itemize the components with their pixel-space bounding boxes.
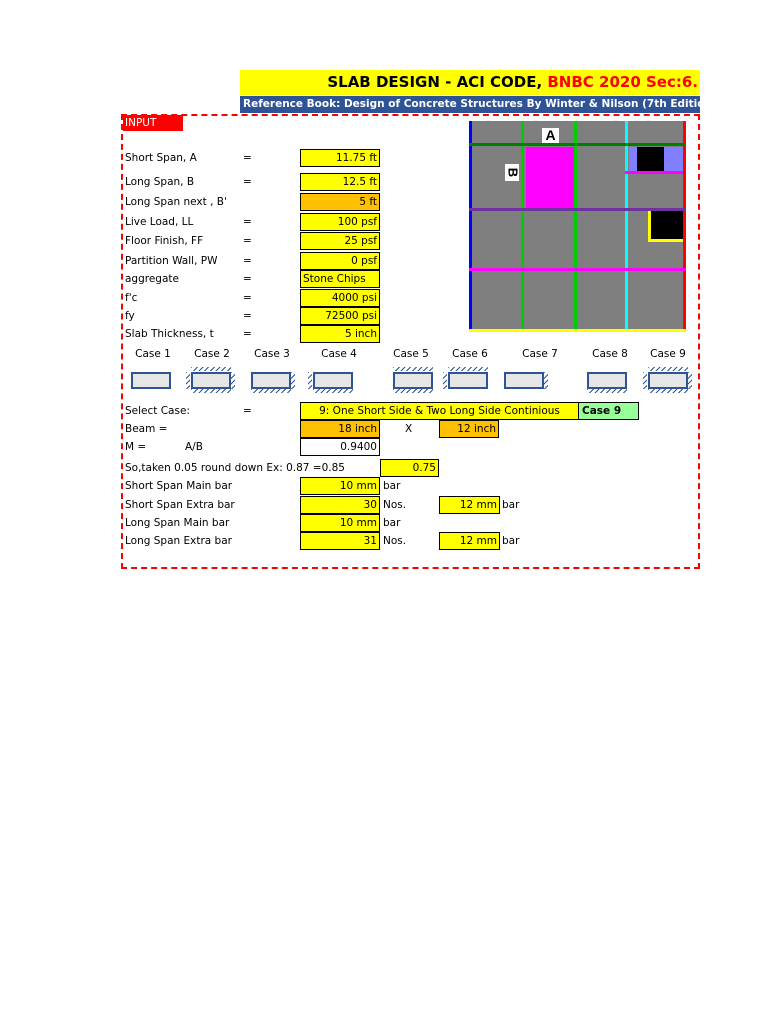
eq-aggregate: = (243, 273, 252, 285)
input-long-span[interactable]: 12.5 ft (300, 173, 380, 191)
plan-label-b: B (506, 168, 521, 177)
eq-long-span: = (243, 176, 252, 188)
eq-live-load: = (243, 216, 252, 228)
label-long-span: Long Span, B (125, 176, 195, 188)
label-live-load: Live Load, LL (125, 216, 194, 228)
input-partition-wall[interactable]: 0 psf (300, 252, 380, 270)
title-highlight: BNBC 2020 Sec:6. (547, 73, 698, 91)
label-floor-finish: Floor Finish, FF (125, 235, 204, 247)
label-short-span-main-bar: Short Span Main bar (125, 480, 233, 492)
input-beam-depth[interactable]: 12 inch (439, 420, 499, 438)
short-span-main-bar-value: 10 mm (300, 477, 380, 495)
input-aggregate[interactable]: Stone Chips (300, 270, 380, 288)
case-icon-8[interactable] (585, 370, 631, 394)
short-span-extra-bar-unit: Nos. (383, 499, 407, 511)
case-label-7: Case 7 (522, 348, 558, 360)
label-select-case: Select Case: (125, 405, 190, 417)
label-short-span: Short Span, A (125, 152, 197, 164)
plan-label-a: A (545, 127, 555, 143)
eq-fc: = (243, 292, 252, 304)
label-slab-thickness: Slab Thickness, t (125, 328, 214, 340)
label-short-span-extra-bar: Short Span Extra bar (125, 499, 235, 511)
selected-case-result: Case 9 (578, 402, 639, 420)
eq-slab-thickness: = (243, 328, 252, 340)
case-icon-6[interactable] (443, 367, 492, 394)
case-label-5: Case 5 (393, 348, 429, 360)
long-span-extra-bar-count: 31 (300, 532, 380, 550)
input-live-load[interactable]: 100 psf (300, 213, 380, 231)
label-fy: fy (125, 310, 135, 322)
case-icon-2[interactable] (186, 367, 235, 394)
eq-select-case: = (243, 405, 252, 417)
input-beam-width[interactable]: 18 inch (300, 420, 380, 438)
case-icon-1[interactable] (129, 370, 175, 394)
label-long-span-next: Long Span next , B' (125, 196, 227, 208)
case-label-6: Case 6 (452, 348, 488, 360)
m-value: 0.9400 (300, 438, 380, 456)
beam-x-symbol: X (405, 423, 413, 435)
eq-floor-finish: = (243, 235, 252, 247)
input-fy[interactable]: 72500 psi (300, 307, 380, 325)
label-m: M = (125, 441, 147, 453)
case-label-8: Case 8 (592, 348, 628, 360)
slab-plan-svg: A B (469, 121, 686, 332)
long-span-extra-bar-size: 12 mm (439, 532, 500, 550)
case-icon-4[interactable] (308, 370, 357, 394)
input-floor-finish[interactable]: 25 psf (300, 232, 380, 250)
label-long-span-extra-bar: Long Span Extra bar (125, 535, 232, 547)
label-long-span-main-bar: Long Span Main bar (125, 517, 230, 529)
long-span-extra-bar-unit: Nos. (383, 535, 407, 547)
case-icon-9[interactable] (643, 367, 692, 394)
label-fc: f'c (125, 292, 138, 304)
title-main: SLAB DESIGN - ACI CODE, (327, 73, 548, 91)
case-label-3: Case 3 (254, 348, 290, 360)
label-partition-wall: Partition Wall, PW (125, 255, 218, 267)
sheet-title: SLAB DESIGN - ACI CODE, BNBC 2020 Sec:6. (240, 70, 700, 95)
label-aggregate: aggregate (125, 273, 179, 285)
case-label-1: Case 1 (135, 348, 171, 360)
case-icon-3[interactable] (249, 370, 295, 394)
long-span-extra-bar-size-unit: bar (502, 535, 520, 547)
reference-book: Reference Book: Design of Concrete Struc… (240, 96, 700, 113)
short-span-extra-bar-size-unit: bar (502, 499, 520, 511)
select-case-dropdown[interactable]: 9: One Short Side & Two Long Side Contin… (300, 402, 579, 420)
case-icon-5[interactable] (391, 367, 437, 394)
long-span-main-bar-value: 10 mm (300, 514, 380, 532)
eq-short-span: = (243, 152, 252, 164)
input-tag: INPUT (123, 115, 183, 131)
long-span-main-bar-unit: bar (383, 517, 401, 529)
input-slab-thickness[interactable]: 5 inch (300, 325, 380, 343)
input-frame (121, 114, 700, 569)
input-fc[interactable]: 4000 psi (300, 289, 380, 307)
case-label-9: Case 9 (650, 348, 686, 360)
label-round-down: So,taken 0.05 round down Ex: 0.87 =0.85 (125, 462, 345, 474)
case-icon-7[interactable] (502, 370, 548, 394)
label-beam: Beam = (125, 423, 168, 435)
short-span-extra-bar-count: 30 (300, 496, 380, 514)
input-short-span[interactable]: 11.75 ft (300, 149, 380, 167)
case-label-4: Case 4 (321, 348, 357, 360)
round-down-value: 0.75 (380, 459, 439, 477)
label-m-ratio: A/B (185, 441, 203, 453)
short-span-main-bar-unit: bar (383, 480, 401, 492)
short-span-extra-bar-size: 12 mm (439, 496, 500, 514)
slab-plan-diagram: A B (469, 121, 686, 332)
eq-partition-wall: = (243, 255, 252, 267)
input-long-span-next[interactable]: 5 ft (300, 193, 380, 211)
case-label-2: Case 2 (194, 348, 230, 360)
eq-fy: = (243, 310, 252, 322)
